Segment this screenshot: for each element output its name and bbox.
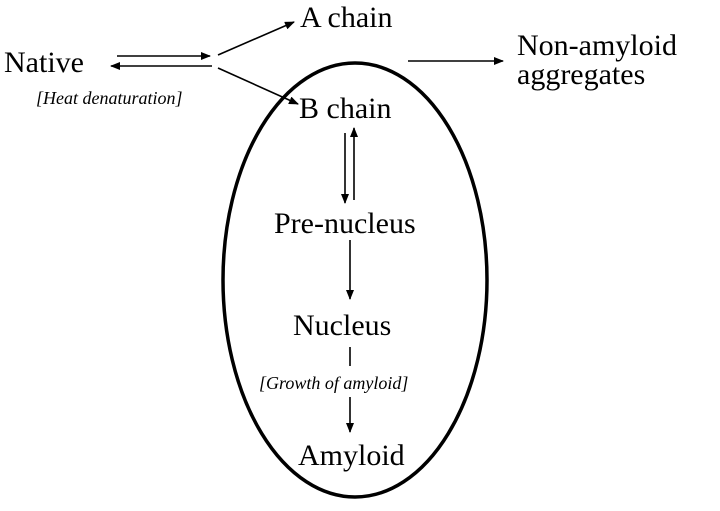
- pre-nucleus-label: Pre-nucleus: [274, 207, 416, 240]
- growth-of-amyloid-label: [Growth of amyloid]: [259, 373, 408, 393]
- a-chain-label: A chain: [300, 1, 392, 34]
- nucleus-label: Nucleus: [293, 309, 391, 342]
- non-amyloid-label-line1: Non-amyloid: [517, 29, 677, 62]
- arrow-to-b-chain: [217, 67, 299, 105]
- amyloid-label: Amyloid: [298, 439, 405, 472]
- native-label: Native: [4, 46, 84, 79]
- b-chain-label: B chain: [299, 92, 391, 125]
- non-amyloid-label-line2: aggregates: [517, 58, 645, 91]
- arrow-to-a-chain: [217, 21, 295, 56]
- amyloid-pathway-ellipse: [221, 61, 489, 499]
- heat-denaturation-label: [Heat denaturation]: [36, 88, 183, 108]
